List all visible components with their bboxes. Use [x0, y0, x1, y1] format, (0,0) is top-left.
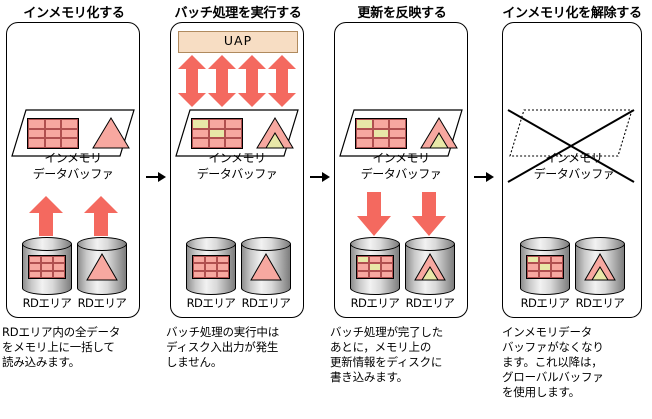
load-arrow-up-left	[29, 196, 63, 236]
buffer-label: インメモリ データバッファ	[504, 150, 644, 182]
caption-line: 更新情報をディスクに	[330, 355, 443, 369]
buffer-label: インメモリ データバッファ	[6, 150, 140, 182]
rd-area-label-left: RDエリア	[22, 296, 72, 310]
data-table-grid	[191, 118, 243, 149]
rd-area-label-left: RDエリア	[350, 296, 400, 310]
writeback-arrow-down-left	[357, 192, 391, 236]
caption-line: バッチ処理が完了した	[330, 325, 443, 339]
rd-area-label-right: RDエリア	[575, 296, 625, 310]
caption-line: RDエリア内の全データ	[2, 325, 121, 339]
buffer-label-line2: データバッファ	[360, 167, 442, 181]
cylinder-top	[186, 237, 236, 251]
panel-caption: バッチ処理が完了した あとに，メモリ上の 更新情報をディスクに 書き込みます。	[330, 325, 480, 385]
cylinder-top	[405, 237, 455, 251]
buffer-label-line1: インメモリ	[44, 151, 102, 165]
panel-title: バッチ処理を実行する	[174, 6, 302, 21]
caption-line: バッファがなくなり	[502, 340, 604, 354]
caption-line: グローバルバッファ	[502, 370, 604, 384]
caption-line: を使用します。	[502, 385, 580, 399]
bidirectional-arrow-4	[268, 55, 296, 107]
cylinder-top	[22, 237, 72, 251]
caption-line: インメモリデータ	[502, 325, 593, 339]
flow-arrow-2	[310, 170, 330, 184]
buffer-label-line1: インメモリ	[545, 151, 603, 165]
writeback-arrow-down-right	[412, 192, 446, 236]
buffer-label: インメモリ データバッファ	[170, 150, 304, 182]
bidirectional-arrow-1	[178, 55, 206, 107]
panel-inmemory-enable: インメモリ化する インメモリ データバッファ	[0, 0, 148, 419]
index-triangle	[256, 117, 294, 149]
buffer-label: インメモリ データバッファ	[334, 150, 468, 182]
panel-inmemory-release: インメモリ化を解除する インメモリ データバッファ	[492, 0, 652, 419]
cylinder-index-triangle	[86, 253, 118, 281]
data-table-grid	[355, 118, 407, 149]
cylinder-top	[575, 237, 625, 251]
caption-line: バッチ処理の実行中は	[166, 325, 279, 339]
caption-line: 読み込みます。	[2, 355, 80, 369]
bidirectional-arrow-2	[208, 55, 236, 107]
caption-line: あとに，メモリ上の	[330, 340, 432, 354]
cylinder-top	[520, 237, 570, 251]
caption-line: ディスク入出力が発生	[166, 340, 279, 354]
caption-line: しません。	[166, 355, 223, 369]
rd-area-cylinder-right	[405, 237, 455, 295]
cylinder-index-triangle	[414, 253, 446, 281]
cylinder-top	[350, 237, 400, 251]
rd-area-cylinder-right	[77, 237, 127, 295]
caption-line: をメモリ上に一括して	[2, 340, 115, 354]
cylinder-index-triangle	[250, 253, 282, 281]
flow-arrow-1	[146, 170, 166, 184]
in-memory-data-buffer-shape-removed	[509, 109, 633, 158]
cylinder-index-triangle	[584, 253, 616, 281]
panel-caption: バッチ処理の実行中は ディスク入出力が発生 しません。	[166, 325, 316, 370]
load-arrow-up-right	[84, 196, 118, 236]
rd-area-cylinder-left	[186, 237, 236, 295]
buffer-label-line1: インメモリ	[208, 151, 266, 165]
rd-area-label-right: RDエリア	[405, 296, 455, 310]
bidirectional-arrow-3	[238, 55, 266, 107]
rd-area-cylinder-right	[575, 237, 625, 295]
panel-title: 更新を反映する	[357, 6, 447, 21]
rd-area-cylinder-left	[22, 237, 72, 295]
buffer-label-line2: データバッファ	[533, 167, 615, 181]
rd-area-cylinder-left	[520, 237, 570, 295]
index-triangle	[92, 117, 130, 149]
rd-area-label-left: RDエリア	[186, 296, 236, 310]
caption-line: ます。これ以降は，	[502, 355, 603, 369]
cylinder-top	[241, 237, 291, 251]
panel-batch-execute: バッチ処理を実行する UAP	[164, 0, 312, 419]
panel-caption: RDエリア内の全データ をメモリ上に一括して 読み込みます。	[2, 325, 152, 370]
cylinder-data-table	[28, 255, 66, 279]
panel-apply-updates: 更新を反映する インメモリ データバッファ	[328, 0, 476, 419]
flow-arrow-3	[474, 170, 494, 184]
cylinder-top	[77, 237, 127, 251]
uap-label: UAP	[223, 33, 253, 48]
cylinder-data-table	[192, 255, 230, 279]
panel-title: インメモリ化を解除する	[502, 6, 642, 21]
index-triangle	[420, 117, 458, 149]
rd-area-label-left: RDエリア	[520, 296, 570, 310]
buffer-label-line2: データバッファ	[32, 167, 114, 181]
rd-area-cylinder-left	[350, 237, 400, 295]
uap-box: UAP	[178, 31, 298, 53]
caption-line: 書き込みます。	[330, 370, 408, 384]
data-table-grid	[27, 118, 79, 149]
panel-title: インメモリ化する	[23, 6, 125, 21]
buffer-label-line2: データバッファ	[196, 167, 278, 181]
rd-area-label-right: RDエリア	[241, 296, 291, 310]
rd-area-cylinder-right	[241, 237, 291, 295]
cylinder-data-table	[356, 255, 394, 279]
crossed-out-marker	[506, 104, 638, 186]
panel-caption: インメモリデータ バッファがなくなり ます。これ以降は， グローバルバッファ を…	[502, 325, 652, 400]
buffer-label-line1: インメモリ	[372, 151, 430, 165]
cylinder-data-table	[526, 255, 564, 279]
rd-area-label-right: RDエリア	[77, 296, 127, 310]
